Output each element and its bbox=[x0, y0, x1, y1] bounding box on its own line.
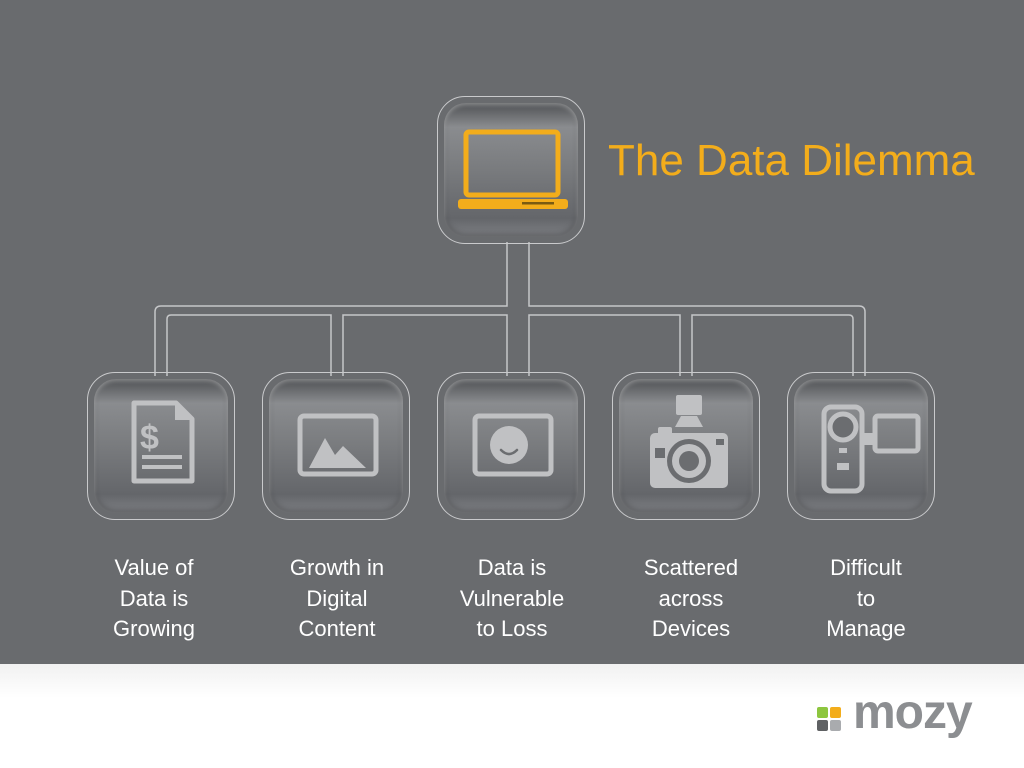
devices-tile bbox=[612, 372, 760, 520]
photo-face-icon bbox=[472, 413, 554, 477]
footer-band bbox=[0, 664, 1024, 768]
logo-square-orange bbox=[830, 707, 841, 718]
svg-text:$: $ bbox=[140, 419, 159, 457]
camera-icon bbox=[650, 395, 728, 488]
laptop-icon bbox=[458, 129, 568, 209]
logo-square-dark bbox=[817, 720, 828, 731]
camcorder-icon bbox=[821, 404, 921, 494]
content-tile bbox=[262, 372, 410, 520]
invoice-dollar-icon: $ bbox=[131, 400, 195, 484]
tree-connectors bbox=[154, 242, 866, 376]
manage-tile bbox=[787, 372, 935, 520]
logo-square-gray bbox=[830, 720, 841, 731]
value-tile: $ bbox=[87, 372, 235, 520]
slide-background: The Data Dilemma $ bbox=[0, 0, 1024, 664]
logo-square-green bbox=[817, 707, 828, 718]
slide-title: The Data Dilemma bbox=[608, 136, 975, 185]
hub-tile bbox=[437, 96, 585, 244]
vulnerable-tile bbox=[437, 372, 585, 520]
image-icon bbox=[297, 413, 379, 477]
logo-wordmark: mozy bbox=[853, 686, 973, 739]
